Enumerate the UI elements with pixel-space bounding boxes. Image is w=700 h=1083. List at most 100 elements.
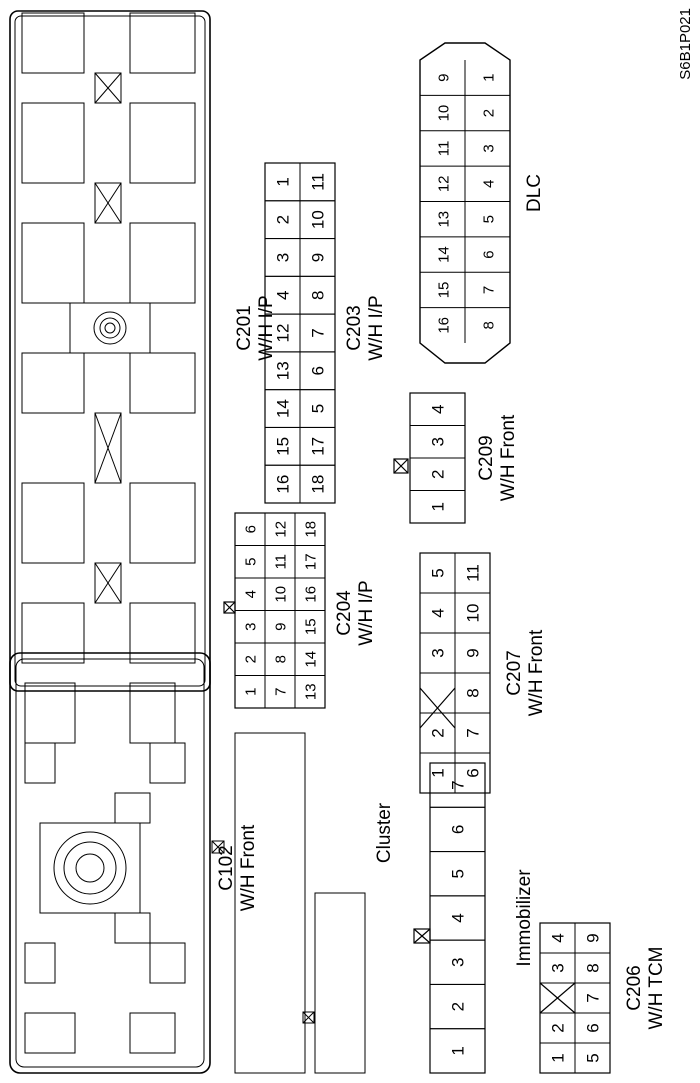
c204-pin-label: 7 — [272, 688, 289, 696]
dlc-pin-label: 5 — [481, 215, 498, 223]
c203-pin-label: 18 — [309, 475, 328, 494]
c204-pin-label: 1 — [242, 688, 259, 696]
connector-cluster — [234, 732, 366, 1074]
dlc-pin-label: 4 — [481, 180, 498, 188]
immobilizer-pin-label: 1 — [448, 1046, 467, 1055]
c203-pin-label: 15 — [274, 437, 293, 456]
c204-pin-label: 12 — [272, 521, 289, 538]
c203-pin-label: 11 — [309, 173, 328, 191]
c204-pin-label: 3 — [242, 623, 259, 631]
c206-code: C206 — [624, 965, 645, 1010]
c207-pin-label: 10 — [464, 604, 483, 623]
c203-pin-label: 5 — [309, 404, 328, 413]
c207-pin-label: 5 — [429, 568, 448, 577]
c206-pin-label: 5 — [584, 1053, 603, 1062]
connector-c201 — [9, 10, 211, 692]
c207-pin-label: 9 — [464, 648, 483, 657]
c206-pin-label: 6 — [584, 1023, 603, 1032]
c203-pin-label: 8 — [309, 290, 328, 299]
c203-pin-label: 3 — [274, 253, 293, 262]
c204-code: C204 — [334, 590, 355, 636]
c204-pin-label: 11 — [272, 554, 289, 570]
c207-code: C207 — [504, 650, 525, 695]
c209-pin-label: 1 — [428, 502, 447, 511]
dlc-pin-label: 8 — [481, 321, 498, 329]
image-code: S6B1P021 — [677, 8, 694, 80]
dlc-pin-label: 1 — [481, 74, 498, 82]
cluster-name: Cluster — [374, 802, 395, 863]
c207-pin-cell — [454, 552, 491, 594]
c207-pin-label: 4 — [429, 608, 448, 617]
c207-pin-label: 8 — [464, 688, 483, 697]
dlc-pin-label: 3 — [481, 144, 498, 152]
c203-pin-label: 12 — [274, 324, 293, 343]
dlc-pin-label: 13 — [436, 211, 453, 228]
c207-pin-label: 11 — [464, 564, 483, 582]
dlc-pin-label: 7 — [481, 286, 498, 294]
c207-pin-label: 1 — [429, 768, 448, 777]
immobilizer-pin-label: 6 — [448, 825, 467, 834]
c204-pin-label: 16 — [302, 586, 319, 603]
c204-pin-label: 13 — [302, 683, 319, 700]
c207-pin-label: 6 — [464, 768, 483, 777]
dlc-pin-label: 16 — [436, 317, 453, 334]
c204-pin-label: 8 — [272, 655, 289, 663]
immobilizer-pin-label: 7 — [448, 780, 467, 789]
dlc-pin-label: 14 — [436, 246, 453, 263]
immobilizer-pin-label: 3 — [448, 958, 467, 967]
c207-pin-label: 3 — [429, 648, 448, 657]
c207-harness: W/H Front — [526, 629, 547, 716]
c203-pin-label: 6 — [309, 366, 328, 375]
c206-pin-label: 1 — [549, 1053, 568, 1062]
c206-pin-cell — [574, 922, 611, 954]
c204-pin-label: 6 — [242, 525, 259, 533]
c207-pin-label: 2 — [429, 728, 448, 737]
dlc-code: DLC — [524, 174, 545, 212]
dlc-pin-label: 11 — [436, 141, 453, 157]
c201-code: C201 — [234, 305, 255, 350]
c209-pin-cell — [409, 392, 466, 426]
c203-pin-cell — [299, 162, 336, 202]
c209-harness: W/H Front — [498, 414, 519, 501]
c203-pin-label: 9 — [309, 253, 328, 262]
immobilizer-pin-label: 5 — [448, 869, 467, 878]
c206-pin-label: 3 — [549, 963, 568, 972]
dlc-pin-label: 2 — [481, 109, 498, 117]
c206-pin-label: 4 — [549, 933, 568, 942]
dlc-pin-label: 9 — [436, 74, 453, 82]
c204-pin-label: 2 — [242, 655, 259, 663]
immobilizer-pin-label: 4 — [448, 913, 467, 922]
c203-pin-label: 7 — [309, 328, 328, 337]
c206-pin-label: 7 — [584, 993, 603, 1002]
c206-pin-label: 9 — [584, 933, 603, 942]
c204-pin-cell — [294, 512, 326, 546]
c204-pin-label: 15 — [302, 618, 319, 635]
c203-harness: W/H I/P — [366, 295, 387, 360]
c209-code: C209 — [476, 435, 497, 480]
c203-pin-label: 13 — [274, 361, 293, 380]
immobilizer-name: Immobilizer — [514, 869, 535, 967]
c102-harness: W/H Front — [238, 824, 259, 911]
c203-pin-label: 4 — [274, 290, 293, 299]
c204-harness: W/H I/P — [356, 580, 377, 645]
dlc-pin-label: 6 — [481, 250, 498, 258]
c204-pin-label: 17 — [302, 553, 319, 570]
c209-pin-label: 2 — [428, 470, 447, 479]
c203-pin-label: 10 — [309, 210, 328, 229]
c209-pin-label: 3 — [428, 437, 447, 446]
c204-pin-label: 10 — [272, 586, 289, 603]
connector-dlc — [419, 42, 511, 364]
c201-harness: W/H I/P — [256, 295, 277, 360]
c203-pin-label: 16 — [274, 475, 293, 494]
c203-pin-label: 1 — [274, 177, 293, 186]
c204-pin-label: 14 — [302, 651, 319, 668]
dlc-pin-label: 10 — [436, 105, 453, 122]
dlc-pin-label: 15 — [436, 282, 453, 299]
dlc-pin-label: 12 — [436, 175, 453, 192]
c102-code: C102 — [216, 845, 237, 890]
c207-pin-label: 7 — [464, 728, 483, 737]
c203-code: C203 — [344, 305, 365, 350]
c204-pin-label: 4 — [242, 590, 259, 598]
c206-pin-label: 2 — [549, 1023, 568, 1032]
